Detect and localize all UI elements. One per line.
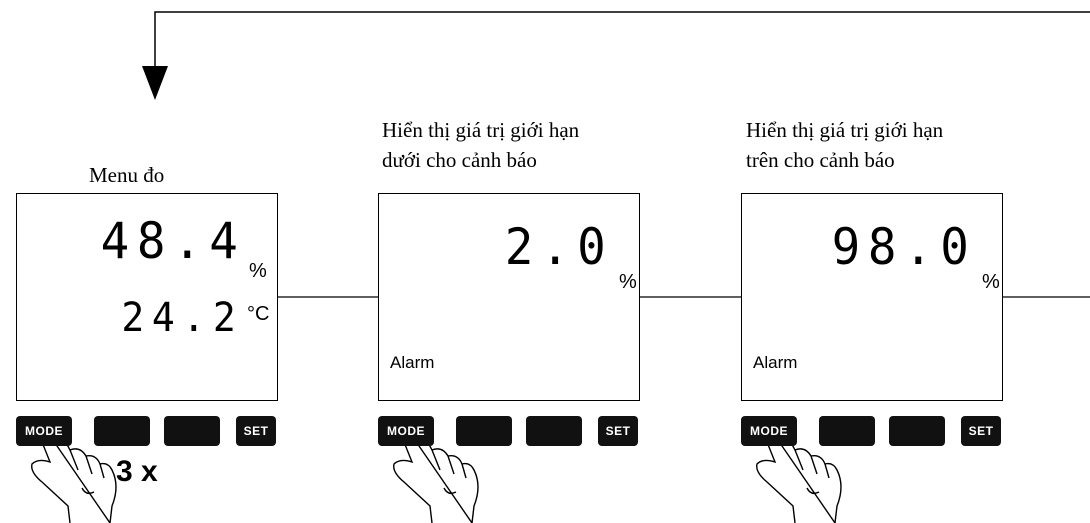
caption-menu-text: Menu đo: [89, 163, 165, 187]
key-triangles: [111, 422, 928, 440]
down-key-2[interactable]: [456, 416, 512, 446]
mode-key-3[interactable]: [741, 416, 797, 446]
loop-line: [154, 11, 1090, 70]
set-key-label: SET: [968, 424, 994, 438]
mode-key-label: MODE: [387, 424, 425, 438]
set-key-label: SET: [605, 424, 631, 438]
mode-key-label: MODE: [25, 424, 63, 438]
alarm-label: Alarm: [753, 353, 798, 372]
up-key-1[interactable]: [164, 416, 220, 446]
lower-limit-unit: %: [619, 271, 637, 293]
mode-key-1[interactable]: [16, 416, 72, 446]
caption-upper-line2: trên cho cảnh báo: [746, 148, 895, 172]
temperature-value: 24.2: [121, 295, 243, 341]
caption-measurement-menu: Menu đo: [89, 160, 164, 190]
set-key-1[interactable]: [236, 416, 276, 446]
caption-lower-line2: dưới cho cảnh báo: [382, 148, 537, 172]
humidity-unit: %: [249, 260, 267, 282]
set-key-label: SET: [243, 424, 269, 438]
upper-limit-value: 98.0: [831, 218, 976, 276]
mode-key-2[interactable]: [378, 416, 434, 446]
lcd-lower-limit: 2.0 % Alarm: [378, 193, 640, 401]
caption-lower-line1: Hiển thị giá trị giới hạn: [382, 118, 580, 142]
lcd-upper-limit: 98.0 % Alarm: [741, 193, 1003, 401]
down-key-3[interactable]: [819, 416, 875, 446]
lower-limit-value: 2.0: [504, 218, 613, 276]
set-key-2[interactable]: [598, 416, 638, 446]
down-key-1[interactable]: [94, 416, 150, 446]
humidity-value: 48.4: [100, 212, 245, 270]
caption-upper-line1: Hiển thị giá trị giới hạn: [746, 118, 944, 142]
mode-key-label: MODE: [750, 424, 788, 438]
up-key-3[interactable]: [889, 416, 945, 446]
alarm-label: Alarm: [390, 353, 435, 372]
caption-lower-limit: Hiển thị giá trị giới hạn dưới cho cảnh …: [382, 115, 579, 175]
up-key-2[interactable]: [526, 416, 582, 446]
set-key-3[interactable]: [961, 416, 1001, 446]
press-count: 3 x: [116, 455, 158, 488]
flow-arrow-icon: [142, 66, 168, 100]
upper-limit-unit: %: [982, 271, 1000, 293]
caption-upper-limit: Hiển thị giá trị giới hạn trên cho cảnh …: [746, 115, 943, 175]
lcd-measurement: 48.4 % 24.2 °C: [16, 193, 278, 401]
temperature-unit: °C: [247, 303, 270, 325]
